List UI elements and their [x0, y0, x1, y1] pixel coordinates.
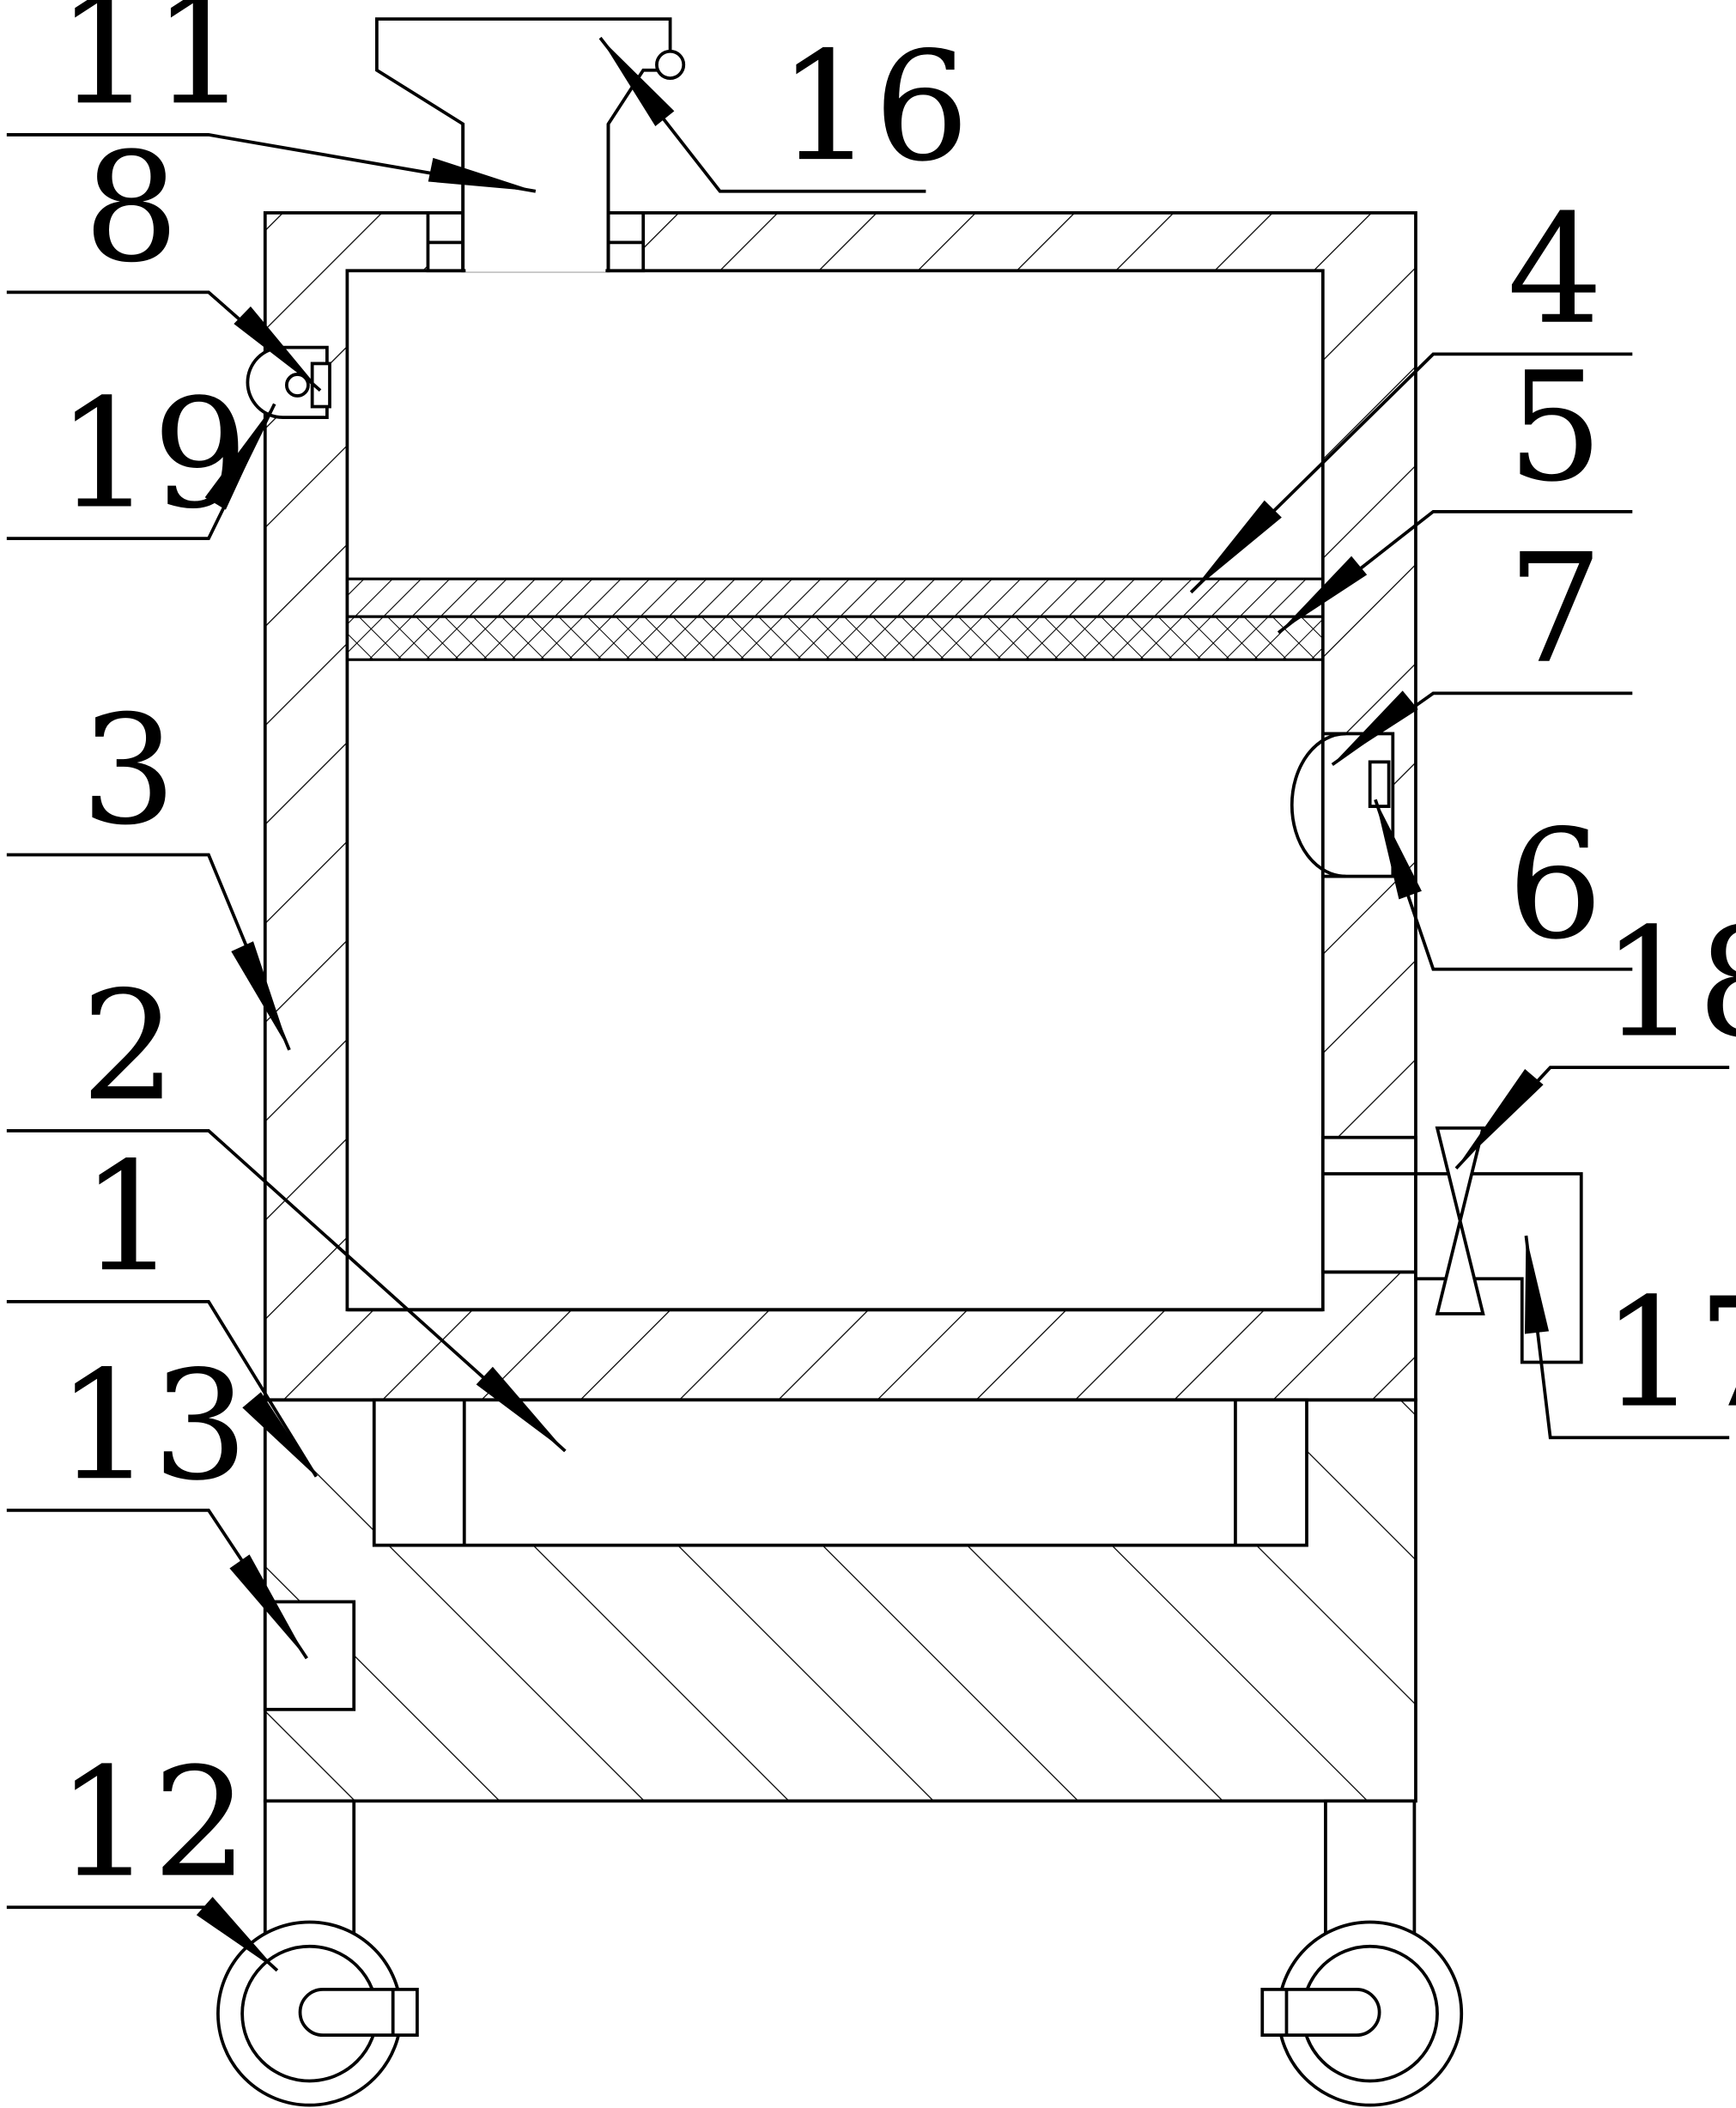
- pointer-19: [204, 404, 275, 510]
- pointer-5: [1278, 556, 1368, 633]
- left-wheel-12: [216, 1920, 419, 2107]
- pointer-3: [231, 941, 289, 1050]
- pointer-17: [1524, 1236, 1550, 1334]
- label-1: 1: [81, 1130, 177, 1305]
- label-12: 12: [57, 1736, 248, 1911]
- reference-labels: 11 8 19 3 2 1 13 12 16 4 5 7 6 18 17: [57, 0, 1736, 1911]
- pointer-7: [1332, 690, 1418, 765]
- pointer-4: [1191, 500, 1282, 592]
- label-19: 19: [57, 368, 248, 543]
- legs-and-wheels: [216, 1799, 1464, 2107]
- screen-layers: [345, 577, 1325, 661]
- pointer-16: [600, 38, 675, 126]
- label-13: 13: [57, 1339, 248, 1514]
- sensor-6: [1290, 732, 1395, 878]
- valve-18: [1435, 1126, 1485, 1315]
- pointer-12: [196, 1897, 277, 1971]
- label-6: 6: [1508, 798, 1604, 973]
- label-17: 17: [1601, 1267, 1736, 1442]
- label-4: 4: [1508, 183, 1604, 358]
- hatched-plate-4: [345, 577, 1325, 618]
- label-7: 7: [1508, 522, 1604, 697]
- base-block: [263, 1398, 1417, 1803]
- label-18: 18: [1601, 896, 1736, 1072]
- label-3: 3: [81, 683, 177, 859]
- feed-hopper-11: [375, 17, 686, 273]
- pointer-11: [428, 157, 536, 191]
- right-wheel: [1260, 1920, 1464, 2107]
- pointer-8: [234, 306, 321, 391]
- housing-shell: [263, 210, 1417, 1402]
- label-11: 11: [57, 0, 248, 138]
- label-16: 16: [778, 20, 969, 195]
- label-2: 2: [81, 959, 177, 1134]
- pointer-13: [229, 1554, 307, 1659]
- leader-pointers: [196, 38, 1550, 1971]
- valve-16: [655, 49, 686, 80]
- label-8: 8: [83, 121, 179, 296]
- sensor-8: [246, 345, 331, 419]
- mesh-layer-5: [345, 615, 1325, 661]
- pointer-18: [1455, 1068, 1544, 1169]
- pointer-6: [1375, 799, 1422, 900]
- pointer-2: [476, 1366, 566, 1451]
- label-5: 5: [1508, 340, 1604, 515]
- drawer-2: [372, 1398, 1308, 1547]
- pointer-1: [242, 1392, 317, 1477]
